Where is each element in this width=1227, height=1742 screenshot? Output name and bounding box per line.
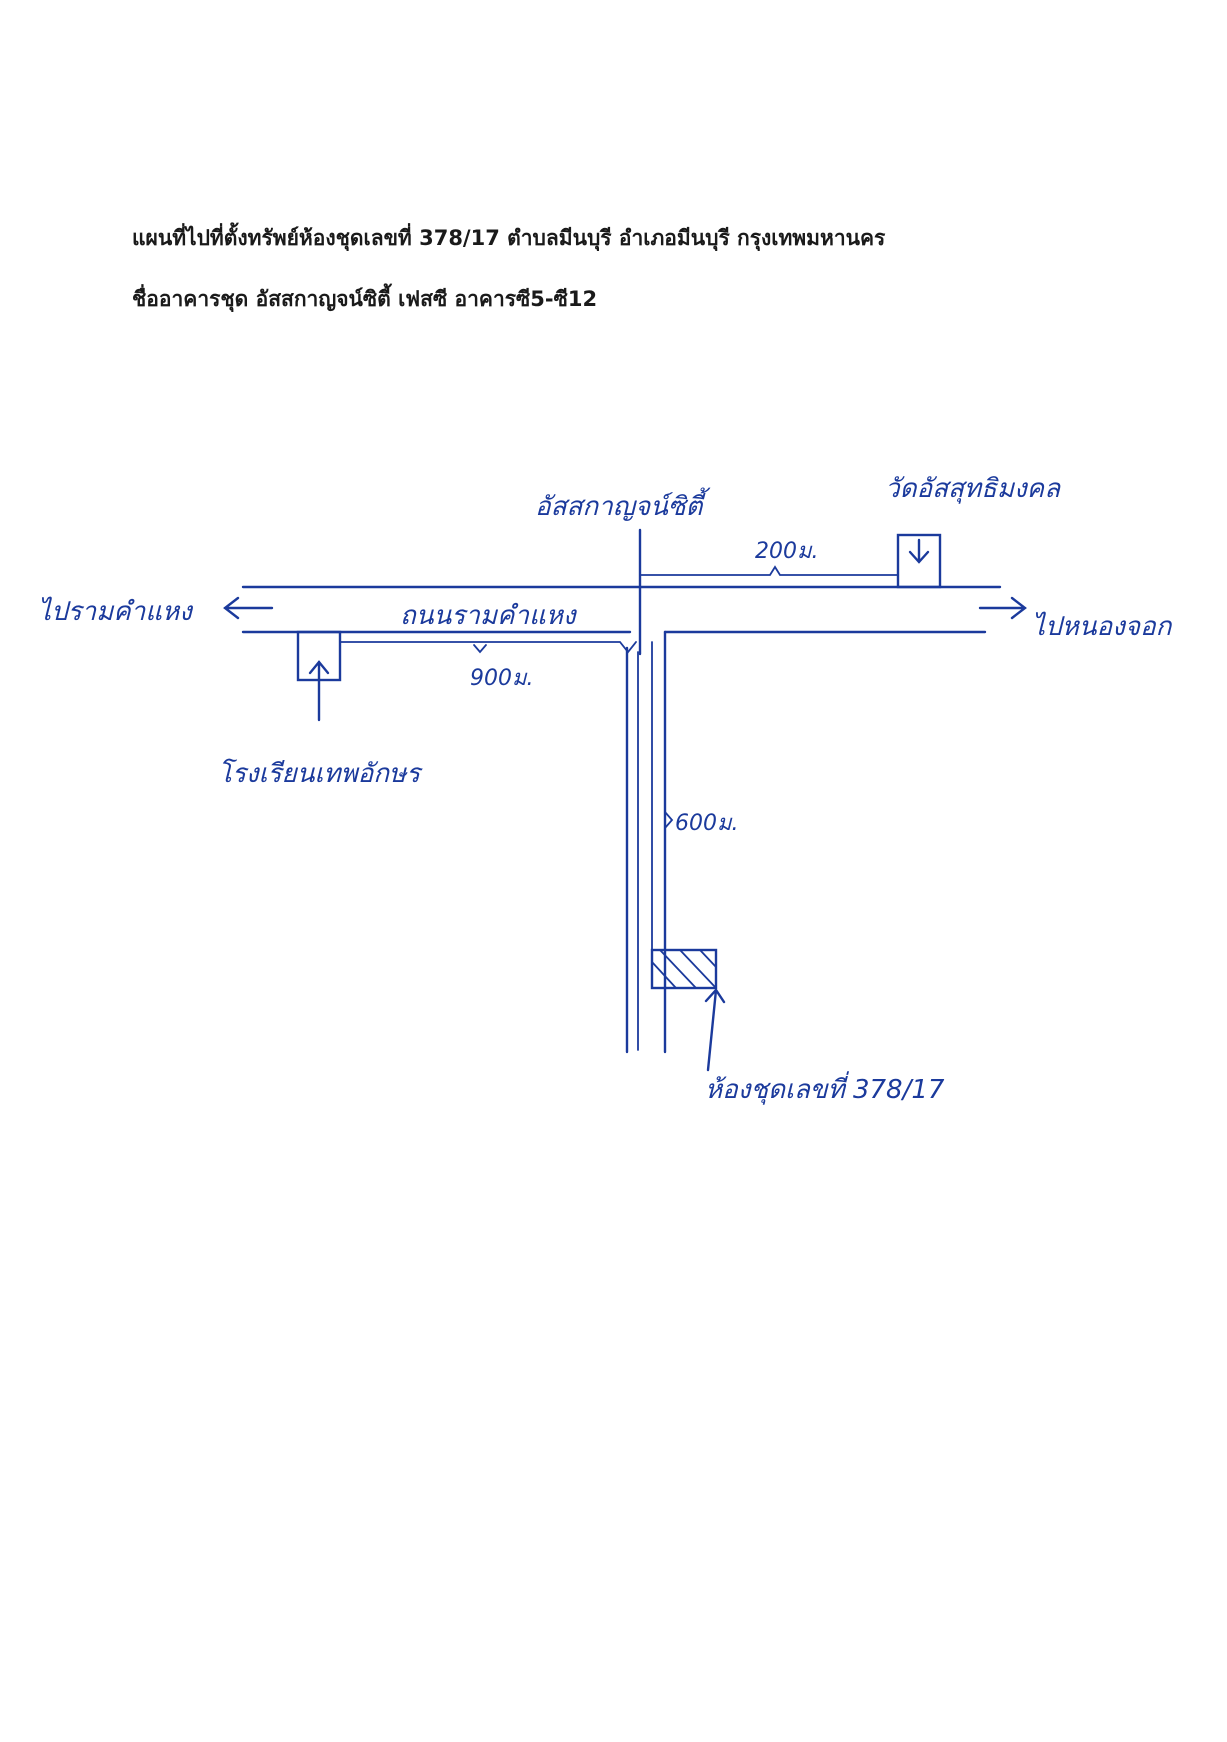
arrow-left-icon [223,596,274,620]
temple-arrow [908,538,930,564]
temple-box [896,533,942,589]
road-center-line [339,641,637,654]
building-name: ชื่ออาคารชุด อัสสกาญจน์ซิตี้ เฟสซี อาคาร… [132,287,598,311]
landmark-assakan-city: อัสสกาญจน์ซิตี้ [535,487,711,522]
label-to-ramkhamhaeng: ไปรามคำแหง [38,596,194,627]
distance-900m: 900ม. [470,666,534,691]
dimension-line-200 [639,565,899,576]
distance-600m: 600ม. [675,811,739,836]
landmark-temple: วัดอัสสุทธิมงคล [885,474,1061,504]
dimension-tick-600 [664,811,674,829]
road-name: ถนนรามคำแหง [400,601,578,631]
school-label: โรงเรียนเทพอักษร [218,758,423,789]
unit-arrow [704,988,726,1072]
map-title: แผนที่ไปที่ตั้งทรัพย์ห้องชุดเลขที่ 378/1… [132,226,886,250]
dimension-tick-900 [473,644,487,654]
unit-box [650,948,718,990]
label-to-nong-chok: ไปหนองจอก [1032,611,1173,642]
school-arrow [308,660,330,722]
distance-200m: 200ม. [755,539,819,564]
unit-hatching [651,949,717,989]
unit-label: ห้องชุดเลขที่ 378/17 [705,1071,945,1105]
arrow-right-icon [978,596,1027,620]
